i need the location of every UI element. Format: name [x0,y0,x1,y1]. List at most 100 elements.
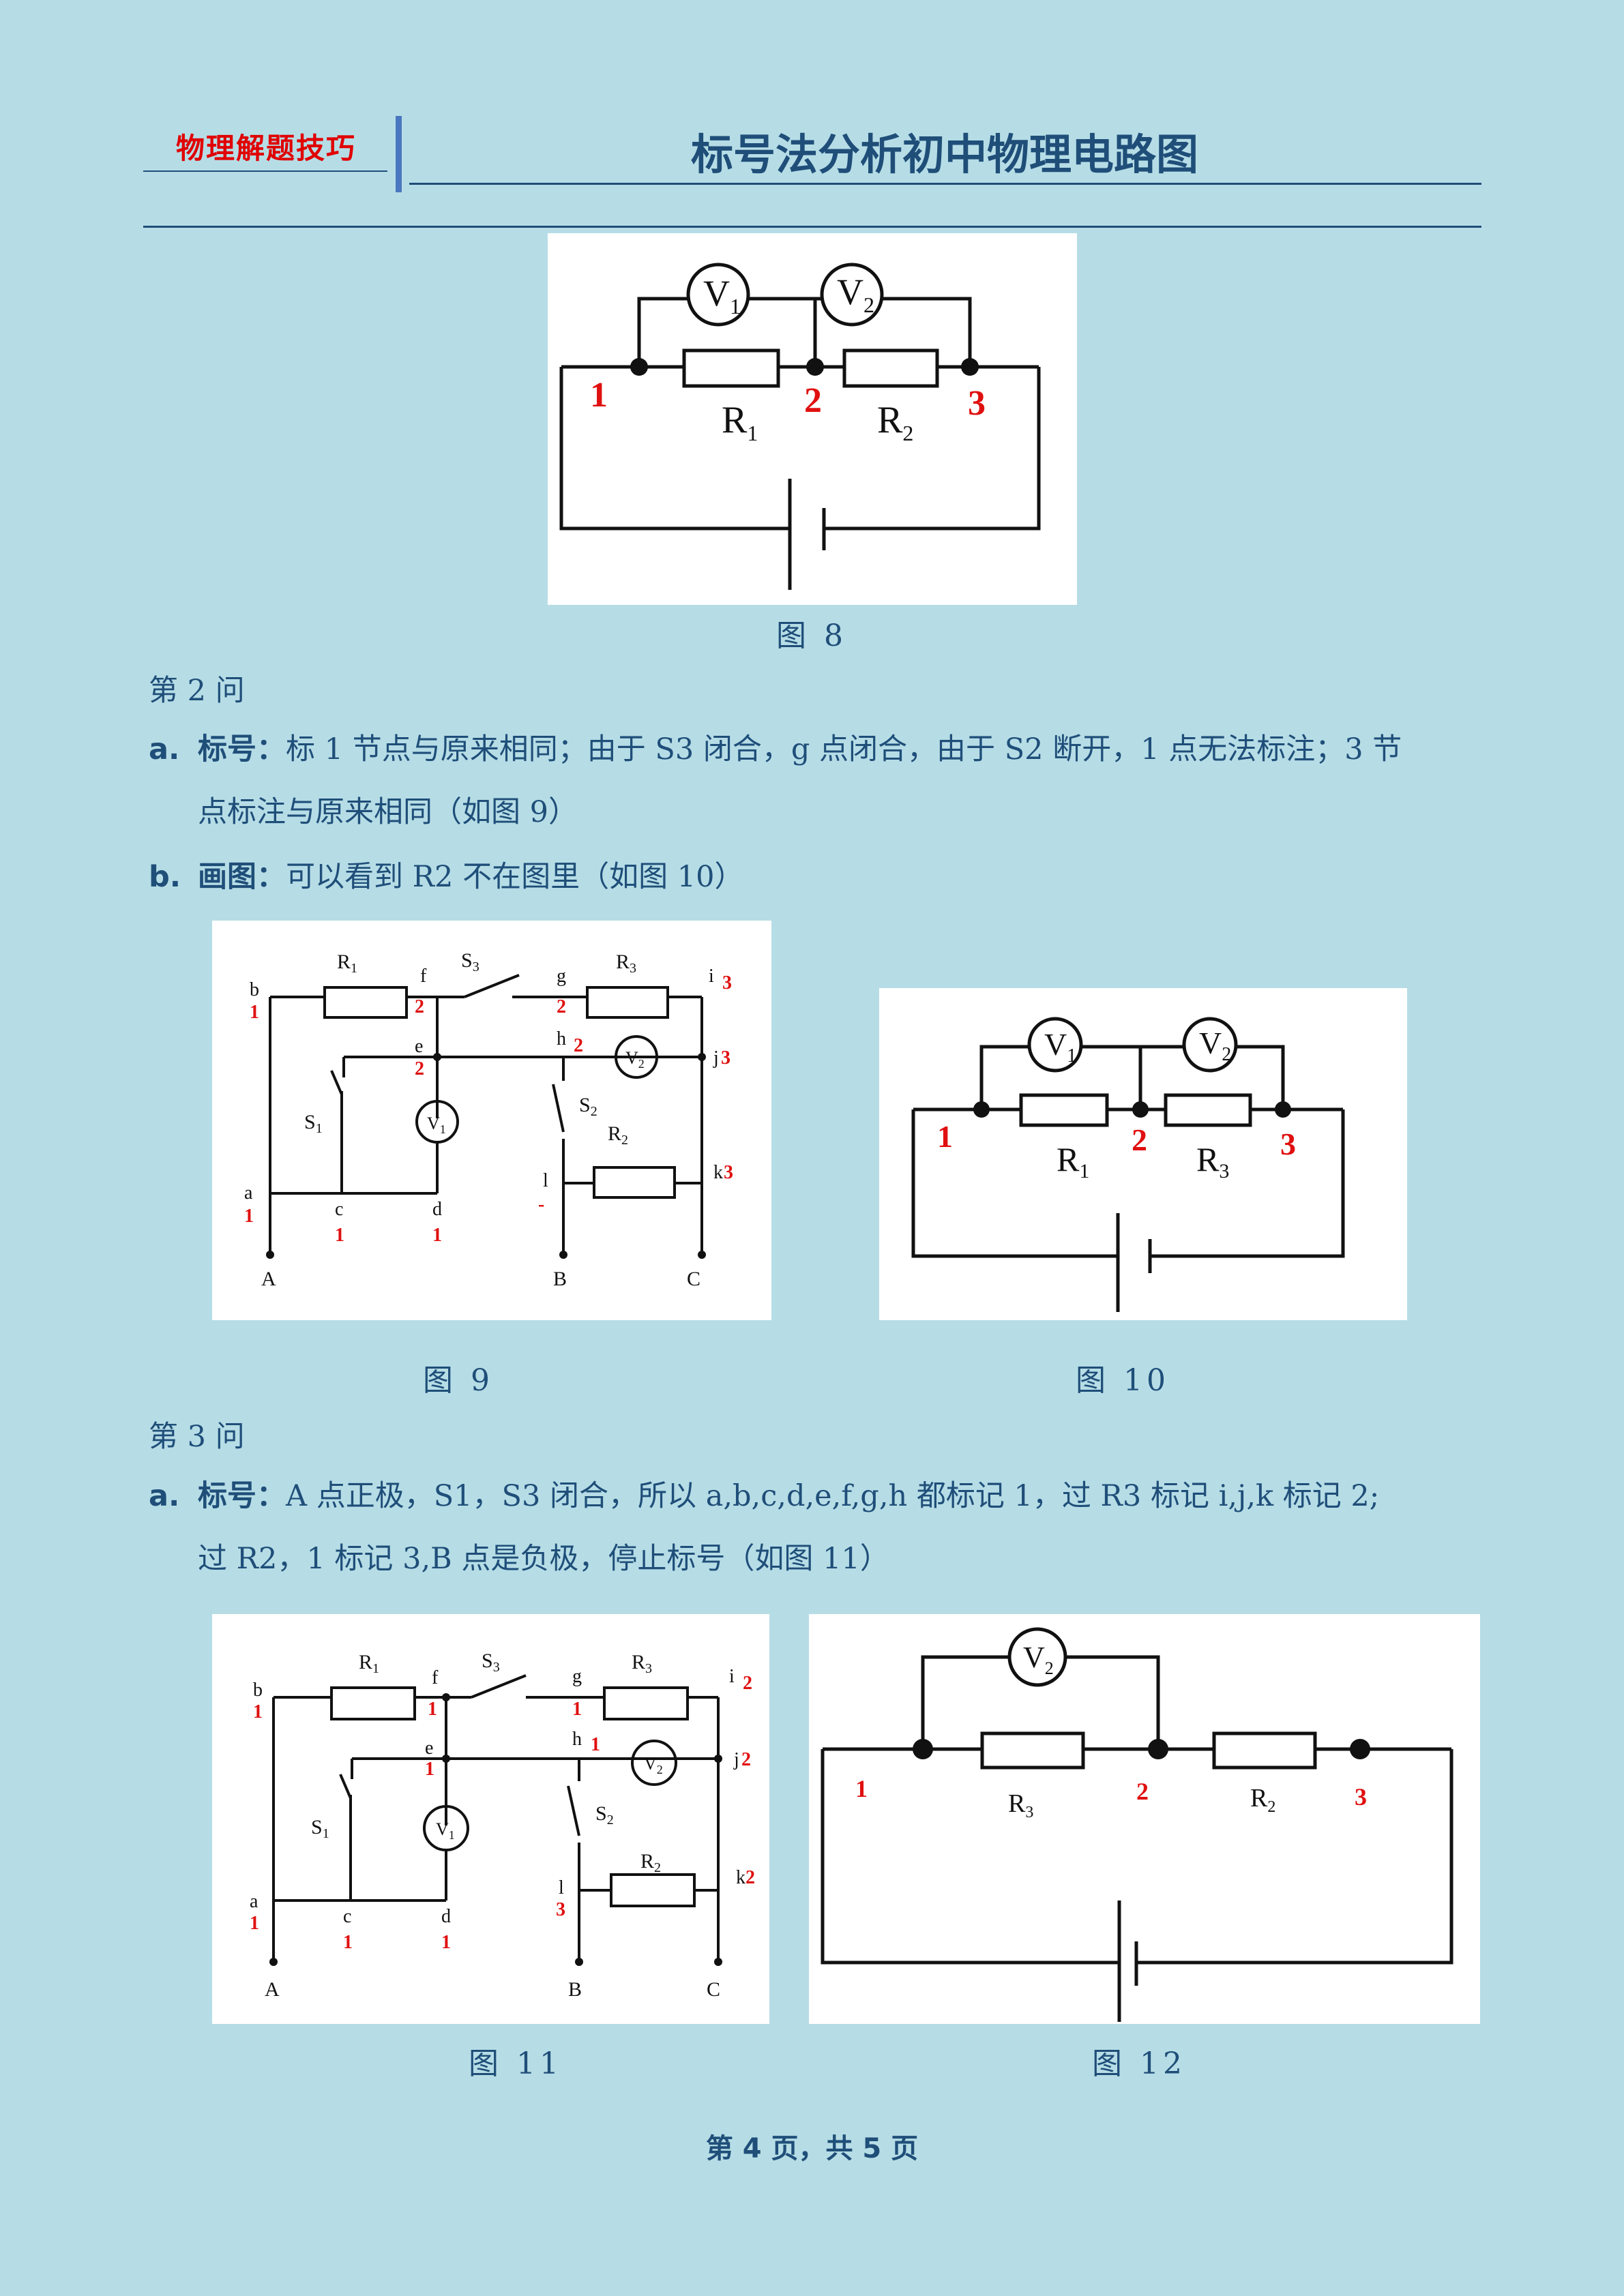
svg-text:1: 1 [253,1701,263,1723]
figure-9-caption: 图 9 [423,1363,494,1398]
svg-text:A: A [261,1268,276,1290]
q2-a-label: 标号： [198,732,286,766]
q2-b-text: 可以看到 R2 不在图里（如图 10） [286,860,744,894]
svg-text:3: 3 [721,1047,730,1069]
svg-text:V2: V2 [625,1048,645,1071]
r1-label: R [722,399,748,441]
node-2-label: 2 [1136,1778,1149,1805]
svg-text:k: k [713,1162,723,1183]
node-3-label: 3 [1355,1783,1367,1810]
node-1-label: 1 [937,1119,953,1154]
figure-10-panel: V1 V2 R1 R3 1 2 3 [879,988,1407,1320]
header-divider [396,116,402,192]
svg-text:3: 3 [722,972,732,994]
svg-text:b: b [250,979,259,1000]
brand-label: 物理解题技巧 [175,132,356,165]
figure-8-panel: V1 V2 R1 R2 1 2 3 [548,233,1077,605]
svg-text:3: 3 [556,1899,565,1920]
svg-text:a: a [250,1891,259,1912]
svg-text:R1: R1 [359,1651,379,1676]
figure-11-circuit: R1 S3 R3 R2 S1 S2 V1 V2 b f g i e h j k … [250,1650,755,2001]
r1-sub: 1 [1079,1160,1089,1182]
r2-sub: 2 [1267,1798,1275,1816]
svg-text:g: g [572,1666,582,1687]
svg-text:C: C [687,1268,700,1290]
svg-text:a: a [244,1182,253,1204]
svg-text:h: h [572,1729,582,1750]
r2-label: R [1250,1784,1268,1813]
svg-text:S2: S2 [579,1094,597,1119]
figure-8-circuit: V1 V2 R1 R2 1 2 3 [559,263,1041,590]
q3-heading: 第 3 问 [149,1420,245,1454]
q3-a-line2: 过 R2，1 标记 3,B 点是负极，停止标号（如图 11） [198,1542,889,1576]
r2-label: R [877,399,903,441]
svg-text:2: 2 [574,1035,583,1056]
svg-text:g: g [557,966,566,987]
svg-text:V2: V2 [1199,1026,1231,1065]
svg-text:S2: S2 [595,1802,614,1828]
node-1-label: 1 [855,1775,868,1802]
svg-text:R3: R3 [1196,1140,1229,1182]
svg-text:R3: R3 [1008,1789,1033,1821]
figure-12-panel: V2 R3 R2 1 2 3 [809,1614,1480,2024]
svg-text:-: - [538,1194,544,1215]
figure-8-caption: 图 8 [776,618,847,653]
svg-text:1: 1 [335,1225,344,1246]
svg-text:V2: V2 [644,1754,663,1776]
v1-sub: 1 [1067,1045,1076,1067]
v2-sub: 2 [1222,1044,1231,1065]
q3-a-line1: A 点正极，S1，S3 闭合，所以 a,b,c,d,e,f,g,h 都标记 1，… [286,1479,1380,1513]
svg-text:1: 1 [441,1932,451,1953]
q2-item-a: a.标号：标 1 节点与原来相同；由于 S3 闭合，g 点闭合，由于 S2 断开… [149,718,1486,781]
svg-text:f: f [420,966,427,987]
header-rule [143,226,1481,228]
svg-text:1: 1 [244,1206,254,1227]
page-footer: 第 4 页，共 5 页 [705,2133,919,2164]
svg-text:R1: R1 [1057,1140,1089,1182]
svg-text:1: 1 [432,1225,442,1246]
page-title: 标号法分析初中物理电路图 [690,130,1198,179]
svg-text:S3: S3 [482,1650,500,1675]
v2-sub: 2 [863,293,874,317]
svg-text:1: 1 [591,1734,600,1755]
figure-11-caption: 图 11 [469,2046,563,2081]
svg-text:R3: R3 [616,951,636,976]
svg-text:R1: R1 [337,951,357,976]
r3-sub: 3 [1219,1160,1229,1182]
svg-text:d: d [432,1199,442,1220]
svg-text:d: d [441,1906,451,1927]
svg-text:e: e [415,1036,423,1057]
svg-text:B: B [568,1978,582,2001]
q2-b-marker: b. [149,860,181,894]
svg-text:1: 1 [428,1699,437,1720]
v2-label: V [1199,1026,1222,1060]
svg-text:S1: S1 [304,1111,323,1136]
svg-text:S1: S1 [311,1816,329,1841]
r1-label: R [1057,1140,1080,1178]
svg-text:V1: V1 [703,273,741,318]
svg-text:S3: S3 [461,949,479,974]
svg-text:c: c [343,1906,351,1927]
r3-label: R [1196,1140,1220,1178]
svg-text:k: k [736,1867,745,1888]
svg-text:R1: R1 [722,399,758,445]
figure-10-circuit: V1 V2 R1 R3 1 2 3 [911,1017,1345,1312]
svg-text:V1: V1 [436,1819,455,1842]
q3-a-marker: a. [149,1479,180,1513]
r1-sub: 1 [747,421,758,445]
q3-item-a: a.标号：A 点正极，S1，S3 闭合，所以 a,b,c,d,e,f,g,h 都… [149,1465,1486,1527]
svg-text:e: e [425,1738,433,1759]
svg-text:b: b [253,1680,263,1701]
svg-text:i: i [729,1666,735,1687]
svg-text:1: 1 [250,1913,259,1934]
q2-item-b: b.画图：可以看到 R2 不在图里（如图 10） [149,846,743,908]
svg-text:R2: R2 [608,1122,628,1148]
q2-heading: 第 2 问 [149,674,245,708]
svg-text:R2: R2 [1250,1784,1275,1816]
svg-text:V1: V1 [427,1114,446,1136]
svg-text:1: 1 [425,1759,434,1780]
node-1-label: 1 [590,376,608,415]
svg-text:f: f [432,1667,439,1688]
figure-9-panel: R1 S3 R3 R2 S1 S2 V1 V2 b f g i e h j k … [212,921,771,1320]
q2-a-marker: a. [149,732,180,766]
